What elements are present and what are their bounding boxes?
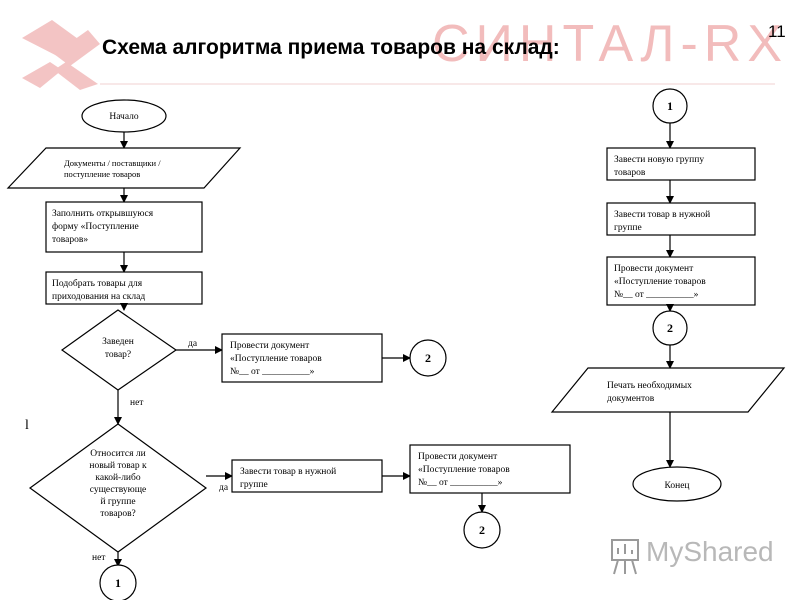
- decision-2-label-1: Относится ли: [90, 449, 145, 459]
- connector-2-b-label: 2: [479, 523, 485, 537]
- decision-2-label-4: существующе: [90, 485, 147, 495]
- decision-2-label-5: й группе: [100, 496, 135, 507]
- connector-2-b: [463, 511, 501, 549]
- myshared-logo-text: MyShared: [646, 536, 774, 567]
- post-doc-1-label-2: «Поступление товаров: [230, 354, 322, 364]
- post-doc-3-label-2: «Поступление товаров: [614, 277, 706, 287]
- page-number: 11: [768, 22, 786, 41]
- fill-form-label-1: Заполнить открывшуюся: [52, 209, 154, 219]
- decision-1-label-2: товар?: [105, 350, 131, 360]
- add-to-group-right-label-2: группе: [614, 223, 642, 233]
- post-doc-3-label-1: Провести документ: [614, 264, 694, 274]
- connector-1-a-label: 1: [115, 576, 121, 590]
- stray-mark: l: [25, 418, 29, 433]
- decision-2-label-2: новый товар к: [89, 460, 147, 471]
- add-to-group-right-label-1: Завести товар в нужной: [614, 209, 710, 220]
- add-to-group-box: [231, 459, 383, 493]
- post-doc-1-label-1: Провести документ: [230, 341, 310, 351]
- decision-2-label-3: какой-либо: [95, 472, 140, 483]
- company-logo-icon: [22, 20, 100, 90]
- post-doc-2-label-3: №__ от __________»: [418, 478, 503, 488]
- add-to-group-label-2: группе: [240, 480, 268, 490]
- new-group-label-2: товаров: [614, 168, 646, 178]
- new-group-label-1: Завести новую группу: [614, 155, 704, 165]
- select-goods-label-1: Подобрать товары для: [52, 278, 143, 289]
- post-doc-1-label-3: №__ от __________»: [230, 367, 315, 377]
- yes-label-1: да: [188, 339, 198, 349]
- start-label: Начало: [109, 112, 139, 122]
- no-label-1: нет: [130, 398, 144, 408]
- documents-label-1: Документы / поставщики /: [64, 158, 161, 168]
- post-doc-3-label-3: №__ от __________»: [614, 290, 699, 300]
- slide-title: Схема алгоритма приема товаров на склад:: [102, 36, 560, 59]
- post-doc-2-label-2: «Поступление товаров: [418, 465, 510, 475]
- connector-1-b-label: 1: [667, 99, 673, 113]
- fill-form-box: [45, 201, 203, 253]
- connector-1-a: [99, 564, 137, 600]
- select-goods-label-2: приходования на склад: [52, 292, 145, 302]
- print-docs-label-2: документов: [607, 394, 655, 404]
- end-label: Конец: [665, 481, 690, 491]
- print-docs-label-1: Печать необходимых: [607, 380, 692, 391]
- connector-2-a-label: 2: [425, 351, 431, 365]
- documents-io: [6, 147, 242, 189]
- connector-2-a: [409, 339, 447, 377]
- yes-label-2: да: [219, 483, 229, 493]
- print-docs-io: [550, 367, 786, 413]
- watermark-logo: СИНТАЛ-RX: [432, 15, 789, 73]
- fill-form-label-2: форму «Поступление: [52, 221, 139, 232]
- connector-2-c-label: 2: [667, 321, 673, 335]
- no-label-2: нет: [92, 553, 106, 563]
- post-doc-box-3: [606, 256, 756, 306]
- post-doc-box-1: [221, 333, 383, 383]
- documents-label-2: поступление товаров: [64, 169, 140, 179]
- select-goods-box: [45, 271, 203, 305]
- post-doc-2-label-1: Провести документ: [418, 452, 498, 462]
- decision-1-label-1: Заведен: [102, 337, 134, 347]
- add-to-group-right-box: [606, 202, 756, 236]
- fill-form-label-3: товаров»: [52, 235, 88, 245]
- new-group-box: [606, 147, 756, 181]
- myshared-logo-icon: [611, 539, 639, 575]
- end-terminal: [632, 466, 722, 502]
- add-to-group-label-1: Завести товар в нужной: [240, 466, 336, 477]
- post-doc-box-2: [409, 444, 571, 494]
- decision-2-label-6: товаров?: [100, 509, 136, 519]
